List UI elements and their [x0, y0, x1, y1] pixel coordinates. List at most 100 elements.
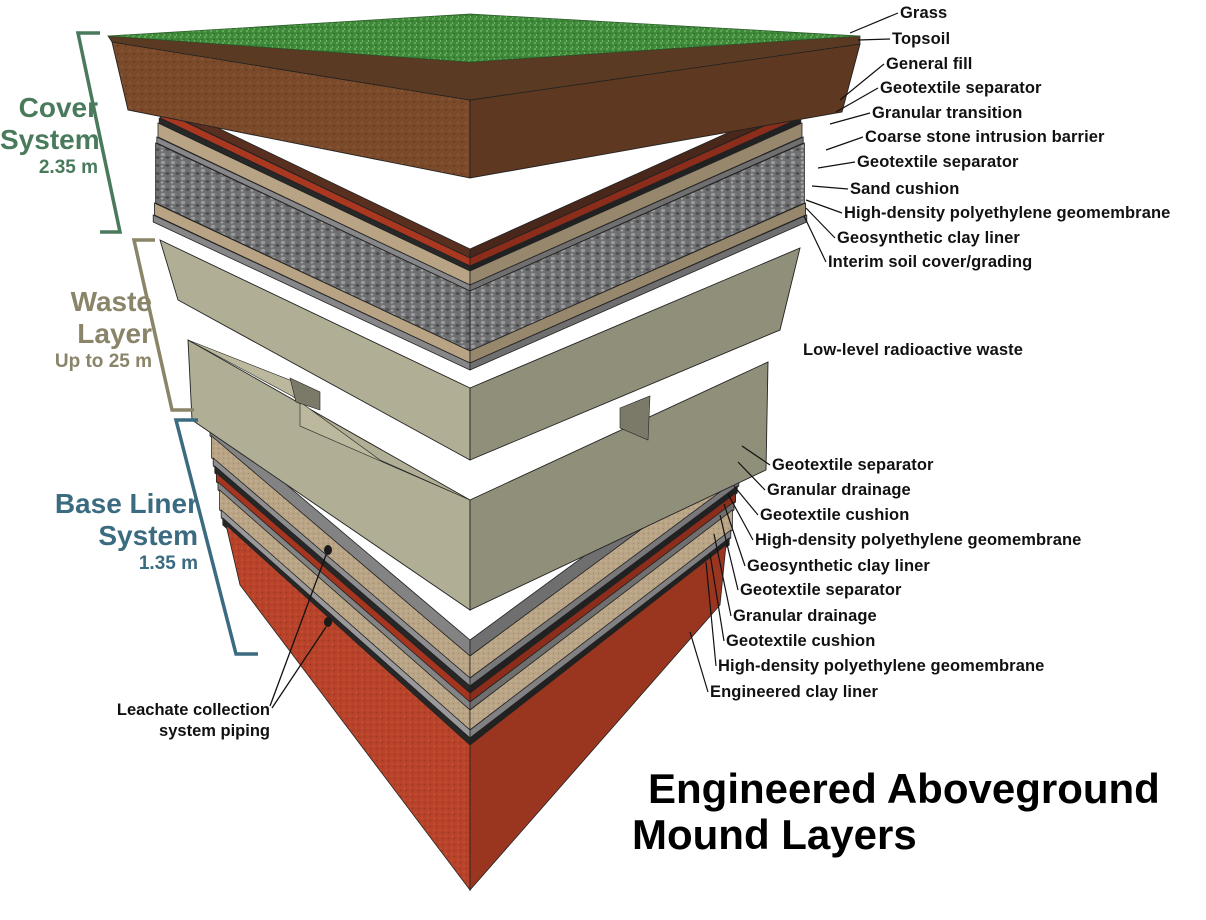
base-label: High-density polyethylene geomembrane: [755, 531, 1082, 549]
base-liner-system-label: Base Liner System 1.35 m: [0, 488, 198, 576]
cover-label: General fill: [886, 55, 973, 73]
base-gcl-right-face: [469, 492, 736, 703]
leachate-pipes: [269, 545, 332, 709]
cover-label: Geotextile separator: [880, 79, 1042, 97]
cover-bracket: [75, 31, 123, 234]
leader-line: [849, 12, 899, 34]
waste-upper-right-face: [469, 247, 801, 461]
base-geotextile-cushion-1: [212, 457, 740, 687]
layer-stack: [107, 13, 861, 892]
cover-sand-cushion: [157, 122, 803, 286]
base-label: Granular drainage: [733, 607, 877, 625]
leader-line: [741, 445, 771, 466]
waste-lower-right-face: [469, 361, 769, 611]
waste-label: Low-level radioactive waste: [803, 341, 1024, 359]
leader-line: [857, 38, 891, 41]
leader-line: [719, 514, 739, 591]
leachate-piping-label: Leachate collection system piping: [90, 700, 270, 742]
cover-hdpe-right-face: [469, 117, 802, 272]
base-hdpe-2-right-face: [469, 537, 730, 746]
leader-line: [705, 561, 717, 667]
clay-right-face: [469, 544, 727, 892]
leader-line: [805, 199, 843, 214]
pipe-leader-lower: [271, 626, 327, 709]
pipe-upper: [324, 545, 332, 555]
base-hdpe-1-right-face: [469, 485, 738, 694]
base-liner-size: 1.35 m: [138, 553, 198, 574]
cover-system-name-2: System: [0, 124, 100, 155]
title-line-1: Engineered Aboveground: [648, 765, 1160, 812]
cover-label: Topsoil: [892, 30, 951, 48]
base-label: Geosynthetic clay liner: [747, 557, 930, 575]
base-label: High-density polyethylene geomembrane: [718, 657, 1045, 675]
leader-line: [811, 185, 849, 190]
cover-label: Interim soil cover/grading: [828, 253, 1033, 271]
waste-layer: [159, 239, 801, 611]
cover-system-size: 2.35 m: [38, 157, 98, 178]
pipe-lower: [324, 617, 332, 627]
cover-coarse-stone: [155, 142, 805, 352]
cover-geotextile-2-right-face: [469, 136, 804, 292]
cover-granular-transition: [153, 202, 806, 364]
waste-layer-name-1: Waste: [70, 286, 152, 317]
cover-geotextile-1: [152, 214, 808, 371]
cover-label: Grass: [900, 4, 948, 22]
waste-notch-left: [289, 377, 321, 411]
group-brackets: [75, 31, 258, 656]
leader-line: [737, 461, 766, 491]
cover-sand-cushion-right-face: [469, 122, 803, 286]
title-line-2: Mound Layers: [632, 811, 917, 858]
leader-line: [727, 493, 754, 541]
leader-line: [825, 136, 864, 151]
leachate-line-1: Leachate collection: [116, 701, 270, 719]
leader-line: [709, 553, 725, 642]
waste-bracket: [131, 238, 194, 412]
waste-layer-size: Up to 25 m: [54, 351, 152, 372]
base-label: Geotextile cushion: [760, 506, 910, 524]
base-label: Geotextile separator: [740, 581, 902, 599]
leader-line: [723, 503, 746, 567]
leader-line: [839, 63, 885, 101]
cover-granular-transition-right-face: [469, 202, 806, 364]
base-bracket: [173, 418, 258, 656]
cover-label: Geotextile separator: [857, 153, 1019, 171]
base-label: Engineered clay liner: [710, 683, 879, 701]
leader-line: [803, 215, 827, 263]
cover-label: Geosynthetic clay liner: [837, 229, 1020, 247]
cover-label: High-density polyethylene geomembrane: [844, 204, 1171, 222]
diagram-title: Engineered Aboveground Mound Layers: [632, 766, 1160, 858]
cover-hdpe: [158, 117, 802, 272]
base-engineered-clay-liner: [225, 523, 727, 892]
cover-coarse-stone-right-face: [469, 142, 805, 352]
leader-line: [689, 631, 709, 693]
cover-grass: [107, 13, 861, 63]
cover-system-label: Cover System 2.35 m: [0, 92, 100, 180]
pipe-leader-upper: [269, 554, 327, 707]
cover-geotextile-2: [156, 136, 804, 292]
base-geotextile-cushion-1-right-face: [469, 477, 740, 687]
base-label: Granular drainage: [767, 481, 911, 499]
cover-label: Sand cushion: [850, 180, 960, 198]
leader-line: [835, 87, 879, 113]
cover-label: Coarse stone intrusion barrier: [865, 128, 1105, 146]
leader-line: [713, 533, 732, 617]
base-liner-name-1: Base Liner: [54, 488, 198, 519]
leachate-line-2: system piping: [159, 722, 270, 740]
waste-layer-name-2: Layer: [77, 318, 152, 349]
leader-line: [817, 161, 856, 169]
leader-line: [805, 207, 836, 239]
base-liner-name-2: System: [98, 520, 198, 551]
leader-line: [733, 485, 759, 516]
waste-layer-label: Waste Layer Up to 25 m: [0, 286, 152, 374]
waste-notch-right: [619, 395, 651, 441]
base-label: Geotextile cushion: [726, 632, 876, 650]
base-geotextile-cushion-2-right-face: [469, 529, 732, 739]
cover-label: Granular transition: [872, 104, 1023, 122]
base-label: Geotextile separator: [772, 456, 934, 474]
cover-system-name-1: Cover: [18, 92, 98, 123]
leader-line: [829, 112, 871, 125]
base-geotextile-2-right-face: [469, 501, 735, 711]
label-leader-lines: [689, 12, 899, 693]
